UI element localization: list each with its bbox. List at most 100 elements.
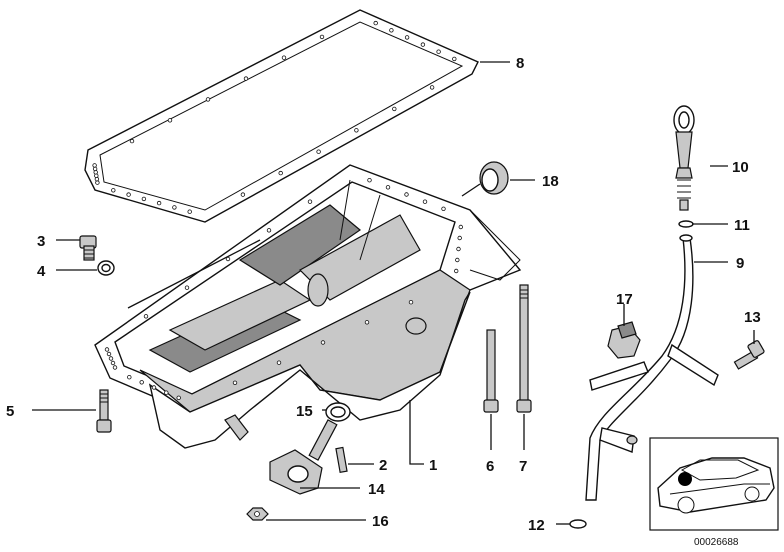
vehicle-location-inset (649, 437, 779, 531)
callout-4: 4 (37, 263, 46, 280)
callout-9: 9 (736, 255, 744, 272)
drain-screw-part-3 (79, 235, 97, 261)
bolt-hole (458, 224, 463, 230)
bolt-hole (307, 199, 313, 204)
o-ring-part-12 (569, 519, 587, 529)
plug-part-18 (479, 161, 509, 195)
bolt-hole (408, 300, 414, 305)
bolt-hole (373, 20, 378, 26)
bolt-hole (156, 200, 162, 206)
bolt-hole (422, 199, 428, 204)
callout-2: 2 (379, 457, 387, 474)
document-number: 00026688 (694, 537, 739, 548)
leader-lines (32, 61, 755, 525)
bolt-hole (104, 347, 110, 352)
bolt-hole (454, 268, 459, 274)
bolt-part-7 (516, 284, 532, 413)
callout-10: 10 (732, 159, 749, 176)
bolt-hole (93, 170, 98, 175)
callout-8: 8 (516, 55, 524, 72)
bolt-hole (364, 320, 370, 325)
stud-part-2 (335, 446, 348, 474)
bolt-hole (392, 106, 397, 112)
bolt-hole (319, 34, 325, 40)
nut-part-16 (246, 507, 269, 521)
bolt-hole (429, 85, 435, 90)
bolt-hole (108, 356, 114, 361)
dipstick-part-10 (673, 105, 695, 211)
bolt-hole (240, 192, 246, 197)
callout-17: 17 (616, 291, 633, 308)
bolt-hole (111, 188, 116, 193)
callout-12: 12 (528, 517, 545, 534)
callout-11: 11 (734, 217, 750, 234)
bolt-part-6 (483, 329, 499, 413)
bolt-hole (436, 49, 441, 54)
bolt-hole (176, 395, 181, 400)
bolt-hole (389, 28, 394, 33)
bolt-hole (385, 185, 391, 190)
bolt-hole (457, 235, 462, 241)
bolt-hole (167, 118, 173, 123)
bolt-hole (95, 180, 100, 185)
bolt-hole (243, 76, 249, 81)
bolt-hole (151, 385, 157, 390)
bolt-hole (266, 228, 272, 233)
bolt-hole (106, 351, 112, 357)
oil-pan-part-1 (94, 164, 522, 449)
callout-14: 14 (368, 481, 385, 498)
callout-16: 16 (372, 513, 389, 530)
sensor-part-17 (607, 321, 641, 359)
pickup-part-14 (269, 419, 338, 495)
callout-labels: 1 2 3 4 5 6 7 8 9 10 11 12 13 14 15 16 1… (6, 55, 761, 534)
bolt-hole (187, 209, 192, 214)
guide-tube-part-9 (585, 234, 719, 501)
bolt-hole (129, 138, 135, 144)
bolt-hole (232, 380, 238, 385)
bolt-hole (316, 149, 321, 154)
bolt-hole (354, 128, 359, 133)
bolt-hole (404, 35, 410, 40)
bolt-hole (456, 246, 461, 252)
gasket-part-8 (84, 9, 479, 223)
bolt-hole (404, 192, 409, 197)
o-ring-part-11 (678, 220, 694, 228)
bolt-hole (172, 205, 177, 210)
bolt-hole (320, 340, 326, 345)
bolt-hole (92, 166, 98, 172)
callout-5: 5 (6, 403, 14, 420)
bolt-hole (143, 314, 149, 319)
bolt-hole (281, 55, 287, 60)
bolt-hole (127, 375, 132, 380)
callout-7: 7 (519, 458, 527, 475)
o-ring-part-15 (325, 402, 351, 422)
bolt-hole (141, 196, 147, 202)
bolt-hole (276, 360, 282, 365)
bolt-hole (126, 192, 131, 197)
bolt-hole (164, 390, 169, 395)
bolt-hole (112, 365, 118, 370)
bolt-part-5 (96, 389, 112, 433)
bolt-hole (94, 176, 100, 182)
callout-18: 18 (542, 173, 559, 190)
callout-1: 1 (429, 457, 437, 474)
bolt-hole (367, 177, 372, 183)
bolt-hole (420, 42, 426, 47)
callout-13: 13 (744, 309, 761, 326)
bolt-hole (110, 360, 116, 366)
bolt-hole (455, 257, 460, 263)
bolt-hole (92, 163, 97, 168)
callout-15: 15 (296, 403, 313, 420)
sealing-ring-part-4 (97, 260, 115, 276)
location-marker-icon (678, 472, 692, 486)
callout-3: 3 (37, 233, 45, 250)
bolt-hole (184, 285, 190, 290)
callout-6: 6 (486, 458, 494, 475)
bolt-hole (139, 380, 144, 385)
bolt-hole (452, 56, 457, 62)
bolt-hole (94, 173, 99, 178)
bolt-hole (441, 206, 446, 211)
bolt-hole (278, 170, 283, 176)
bolt-part-13 (733, 340, 765, 370)
